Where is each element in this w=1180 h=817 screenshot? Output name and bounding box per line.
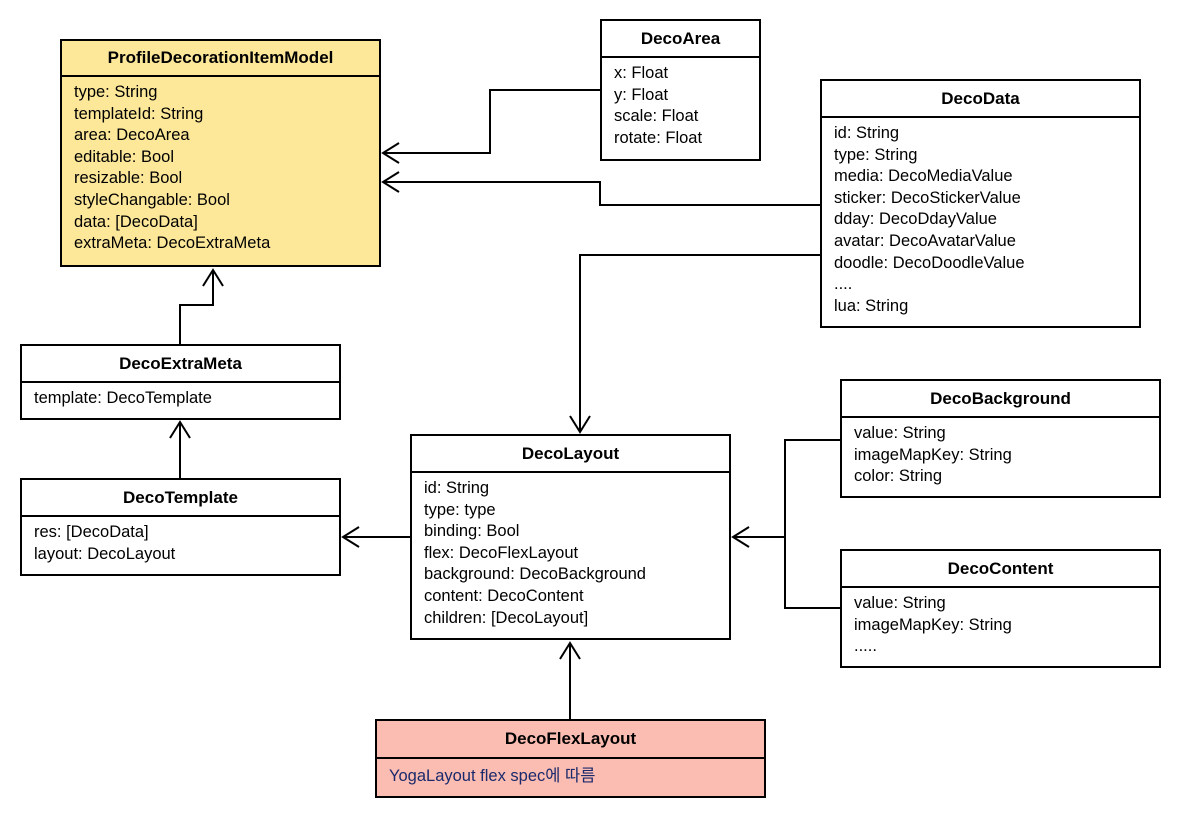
field: flex: DecoFlexLayout: [424, 543, 579, 562]
field: templateId: String: [74, 104, 204, 123]
field: rotate: Float: [614, 128, 703, 147]
field: lua: String: [834, 296, 909, 315]
field-list: value: String imageMapKey: String .....: [842, 588, 1159, 658]
field-list: id: String type: type binding: Bool flex…: [412, 473, 729, 629]
field: extraMeta: DecoExtraMeta: [74, 234, 271, 253]
field: scale: Float: [614, 107, 699, 126]
field-list: x: Float y: Float scale: Float rotate: F…: [602, 58, 759, 149]
field: binding: Bool: [424, 522, 520, 541]
area-to-profile-connector: [383, 89, 600, 154]
area-to-profile-arrowhead: [381, 142, 400, 164]
field: id: String: [424, 479, 490, 497]
content-to-layout-connector: [784, 537, 840, 609]
field-list: id: String type: String media: DecoMedia…: [822, 118, 1139, 317]
field: imageMapKey: String: [854, 615, 1012, 634]
data-to-layout-arrowhead: [569, 415, 591, 434]
field: type: String: [834, 145, 918, 164]
flex-to-layout-arrowhead: [559, 641, 581, 660]
field: content: DecoContent: [424, 586, 584, 605]
profile-decoration-item-model-class: ProfileDecorationItemModel type: String …: [60, 39, 381, 267]
field: imageMapKey: String: [854, 445, 1012, 464]
field: value: String: [854, 424, 946, 442]
field: sticker: DecoStickerValue: [834, 188, 1021, 207]
class-title: DecoExtraMeta: [22, 346, 339, 383]
class-title: ProfileDecorationItemModel: [62, 41, 379, 77]
field-list: YogaLayout flex spec에 따름: [377, 759, 764, 788]
deco-extra-meta-class: DecoExtraMeta template: DecoTemplate: [20, 344, 341, 420]
field: y: Float: [614, 85, 669, 104]
field: styleChangable: Bool: [74, 190, 230, 209]
field-list: template: DecoTemplate: [22, 383, 339, 410]
field: data: [DecoData]: [74, 212, 198, 231]
class-title: DecoLayout: [412, 436, 729, 473]
data-to-profile-arrowhead: [381, 171, 400, 193]
class-title: DecoArea: [602, 21, 759, 58]
field: layout: DecoLayout: [34, 544, 176, 563]
field: value: String: [854, 594, 946, 612]
class-note: YogaLayout flex spec에 따름: [389, 767, 596, 785]
field: res: [DecoData]: [34, 523, 149, 541]
deco-data-class: DecoData id: String type: String media: …: [820, 79, 1141, 328]
extrameta-to-profile-connector: [179, 270, 214, 345]
field: area: DecoArea: [74, 126, 190, 145]
class-title: DecoTemplate: [22, 480, 339, 517]
field: template: DecoTemplate: [34, 389, 212, 407]
class-title: DecoData: [822, 81, 1139, 118]
field: resizable: Bool: [74, 169, 183, 188]
deco-content-class: DecoContent value: String imageMapKey: S…: [840, 549, 1161, 668]
deco-template-class: DecoTemplate res: [DecoData] layout: Dec…: [20, 478, 341, 576]
class-title: DecoBackground: [842, 381, 1159, 418]
field: x: Float: [614, 64, 669, 82]
extrameta-to-profile-arrowhead: [202, 268, 224, 287]
background-content-to-layout-arrowhead: [731, 526, 750, 548]
field: background: DecoBackground: [424, 565, 646, 584]
field: children: [DecoLayout]: [424, 608, 589, 627]
field: ....: [834, 275, 853, 294]
field: type: type: [424, 500, 496, 519]
field: media: DecoMediaValue: [834, 167, 1013, 186]
deco-flex-layout-class: DecoFlexLayout YogaLayout flex spec에 따름: [375, 719, 766, 798]
field: color: String: [854, 467, 943, 486]
field-list: type: String templateId: String area: De…: [62, 77, 379, 255]
data-to-profile-connector: [383, 181, 820, 206]
class-title: DecoContent: [842, 551, 1159, 588]
field: .....: [854, 637, 877, 656]
deco-background-class: DecoBackground value: String imageMapKey…: [840, 379, 1161, 498]
deco-area-class: DecoArea x: Float y: Float scale: Float …: [600, 19, 761, 161]
template-to-extrameta-arrowhead: [169, 420, 191, 439]
field: id: String: [834, 124, 900, 142]
background-to-layout-connector: [784, 439, 840, 537]
field: dday: DecoDdayValue: [834, 210, 997, 229]
class-title: DecoFlexLayout: [377, 721, 764, 759]
field: doodle: DecoDoodleValue: [834, 253, 1025, 272]
field: editable: Bool: [74, 147, 174, 166]
deco-layout-class: DecoLayout id: String type: type binding…: [410, 434, 731, 640]
data-to-layout-connector: [579, 254, 820, 432]
layout-to-template-arrowhead: [341, 526, 360, 548]
field-list: value: String imageMapKey: String color:…: [842, 418, 1159, 488]
field-list: res: [DecoData] layout: DecoLayout: [22, 517, 339, 565]
field: avatar: DecoAvatarValue: [834, 231, 1016, 250]
field: type: String: [74, 83, 158, 101]
